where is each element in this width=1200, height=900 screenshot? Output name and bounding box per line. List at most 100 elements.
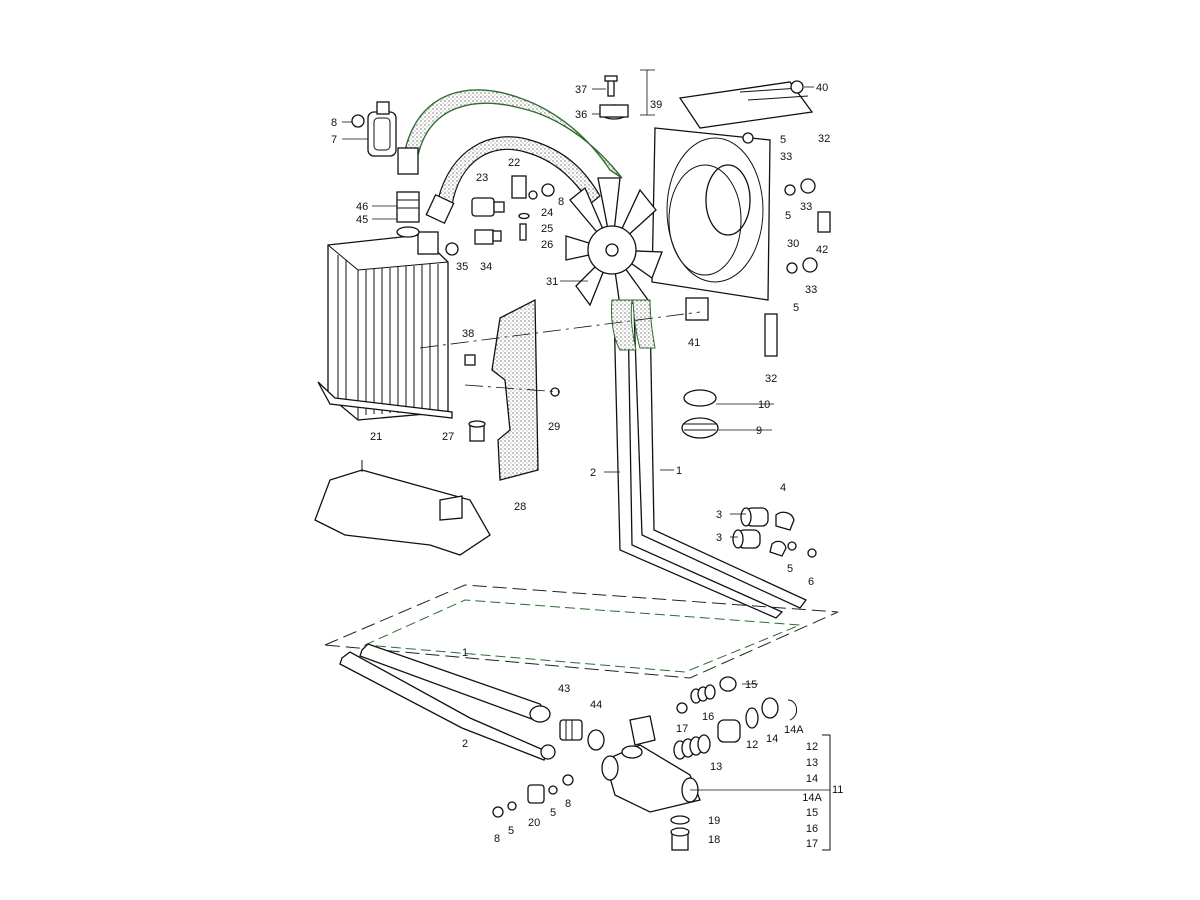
bolt-26	[519, 223, 527, 241]
callout-35: 35	[456, 261, 468, 273]
cap-15	[719, 676, 737, 692]
seal-19	[670, 815, 690, 825]
callout-29: 29	[548, 421, 560, 433]
ball-17	[676, 702, 688, 714]
sensor-20	[527, 784, 545, 804]
kit-list: 12 13 14 14A 15 16 17	[802, 741, 822, 850]
callout-8-bracket: 8	[558, 196, 564, 208]
kit-item-14: 14	[806, 773, 818, 785]
callout-34: 34	[480, 261, 492, 273]
kit-item-15: 15	[806, 807, 818, 819]
callout-5-right-b: 5	[793, 302, 799, 314]
callout-36: 36	[575, 109, 587, 121]
callout-31: 31	[546, 276, 558, 288]
callout-25: 25	[541, 223, 553, 235]
bracket-7	[367, 101, 397, 157]
callout-5-right-a: 5	[785, 210, 791, 222]
nut-8-top-left	[351, 114, 365, 128]
hose-fitting-upper-right	[425, 193, 455, 225]
seal-45	[396, 226, 420, 238]
callout-2-lower: 2	[462, 738, 468, 750]
bushing-3-upper	[740, 507, 769, 527]
seal-14	[761, 697, 779, 719]
callout-37: 37	[575, 84, 587, 96]
seal-44	[587, 729, 605, 751]
bracket-22	[511, 175, 527, 199]
callout-14: 14	[766, 733, 778, 745]
callout-10: 10	[758, 399, 770, 411]
rubber-mount-36	[599, 104, 629, 120]
callout-26: 26	[541, 239, 553, 251]
fitting-46	[396, 191, 420, 223]
plug-27	[468, 420, 486, 442]
washer-24	[528, 190, 538, 200]
callout-46: 46	[356, 201, 368, 213]
callout-33-right-a: 33	[800, 201, 812, 213]
circlip-14A	[787, 699, 797, 721]
callout-41: 41	[688, 337, 700, 349]
callout-44: 44	[590, 699, 602, 711]
clip-42	[817, 211, 831, 233]
upper-hose-right	[437, 136, 601, 206]
floor-outline-dashed	[324, 584, 839, 679]
spring-13	[673, 734, 711, 760]
callout-2-vertical: 2	[590, 467, 596, 479]
seal-35	[445, 242, 459, 256]
callout-40: 40	[816, 82, 828, 94]
holder-4	[769, 511, 795, 557]
radiator	[317, 228, 453, 421]
callout-4: 4	[780, 482, 786, 494]
spring-16	[690, 684, 716, 704]
callout-43: 43	[558, 683, 570, 695]
fan-31	[565, 177, 663, 307]
callout-45: 45	[356, 214, 368, 226]
kit-item-13: 13	[806, 757, 818, 769]
callout-21: 21	[370, 431, 382, 443]
callout-5-holder: 5	[787, 563, 793, 575]
callout-17: 17	[676, 723, 688, 735]
thermostat-housing-11	[601, 715, 701, 813]
callout-5-bottom: 5	[508, 825, 514, 837]
upper-hose-left	[404, 89, 623, 179]
callout-6: 6	[808, 576, 814, 588]
piston-12	[717, 719, 741, 743]
callout-33-right-b: 33	[805, 284, 817, 296]
callout-14A: 14A	[784, 724, 804, 736]
duct-seal-28	[491, 298, 539, 481]
callout-16: 16	[702, 711, 714, 723]
floor-outline-inner	[363, 599, 801, 673]
nut-33-top	[742, 132, 754, 144]
washer-5-holder	[787, 541, 797, 551]
callout-38: 38	[462, 328, 474, 340]
callout-3-upper: 3	[716, 509, 722, 521]
washer-5-sensor	[548, 785, 558, 795]
kit-item-14A: 14A	[802, 792, 822, 804]
callout-7: 7	[331, 134, 337, 146]
callout-1-vertical: 1	[676, 465, 682, 477]
callout-19: 19	[708, 815, 720, 827]
strip-32	[764, 313, 778, 357]
switch-34	[474, 229, 502, 245]
grommet-9	[681, 417, 719, 439]
fitting-43	[559, 719, 583, 741]
sensor-23	[471, 197, 505, 217]
air-guide-sheet	[314, 469, 491, 556]
clamp-10	[683, 389, 717, 407]
callout-18: 18	[708, 834, 720, 846]
callout-20: 20	[528, 817, 540, 829]
washer-25	[518, 212, 530, 220]
washer-5-bottom	[507, 801, 517, 811]
callout-11: 11	[832, 784, 843, 796]
kit-item-16: 16	[806, 823, 818, 835]
washer-5-right-a	[784, 184, 796, 196]
callout-13: 13	[710, 761, 722, 773]
callout-5-sensor: 5	[550, 807, 556, 819]
plug-18	[670, 827, 690, 851]
bushing-3-lower	[732, 529, 761, 549]
nut-40	[790, 80, 804, 94]
callout-9: 9	[756, 425, 762, 437]
callout-5-top: 5	[780, 134, 786, 146]
kit-list-bracket	[822, 734, 831, 851]
nut-8-bottom	[492, 806, 504, 818]
